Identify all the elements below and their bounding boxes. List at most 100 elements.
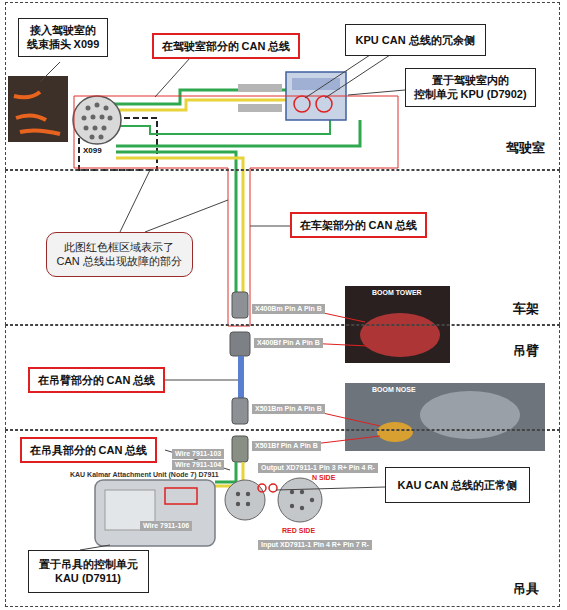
pin [86,106,91,111]
connector-x501bm [232,398,248,424]
leader-line [276,487,385,490]
callout-text: 在吊具部分的 CAN 总线 [30,444,148,456]
wire-tag: Wire 7911-103 [172,449,224,459]
pin-tag: X501Bf Pin A Pin B [252,441,321,451]
harness-wire [14,92,60,134]
plug-pins [236,490,314,510]
connector-x501bf [232,436,248,462]
leader-lines [40,55,405,550]
section-callout: 在驾驶室部分的 CAN 总线 [152,33,301,60]
region-band: 吊具 在吊具部分的 CAN 总线 KAU CAN 总线的正常侧置于吊具的控制单元 K… [5,430,560,607]
connector-pins [82,103,113,140]
harness-photo [8,76,68,142]
section-callout: 在吊臂部分的 CAN 总线 [28,367,166,394]
pin [100,115,105,120]
pin-tag: X400Bf Pin A Pin B [254,338,323,348]
callout-text: KPU CAN 总线的冗余侧 [356,34,475,46]
leader-line [165,380,238,381]
round-connector [73,96,121,144]
callout-text: 置于驾驶室内的 控制单元 KPU (D7902) [414,74,527,101]
pin [91,115,96,120]
side-label: RED SIDE [282,527,315,535]
pin [290,504,294,508]
leader-line [165,450,230,470]
photo-caption: BOOM TOWER [372,289,422,297]
photo-caption: BOOM NOSE [372,386,416,394]
pin [93,126,98,131]
section-callout: 在车架部分的 CAN 总线 [290,212,428,239]
region-label: 驾驶室 [506,139,545,157]
callout-box: KPU CAN 总线的冗余侧 [345,24,486,57]
pin-tag [238,104,282,112]
region-band: 驾驶室 接入驾驶室的 线束插头 X099 在驾驶室部分的 CAN 总线 KPU CAN… [5,2,560,170]
pin-tag [238,84,282,92]
leader-line [305,409,380,445]
pin [99,135,104,140]
can-wire [112,120,330,134]
connector-x400bf [230,332,250,356]
section-callout: 在吊具部分的 CAN 总线 [20,437,158,464]
leader-line [325,55,390,98]
callout-text: KAU CAN 总线的正常侧 [398,479,518,491]
leader-line [348,90,405,95]
wire-tag: Wire 7911-104 [172,460,224,470]
connector-name: X099 [83,146,102,156]
redundant-side-mark [316,96,332,112]
region-label: 吊具 [513,580,539,598]
boom-nose-photo [345,383,545,451]
kau-unit [95,480,215,546]
region-band: 车架 此图红色框区域表示了 CAN 总线出现故障的部分 在车架部分的 CAN 总线 [5,170,560,325]
kau-highlight [165,488,197,504]
unit-caption: KAU Kalmar Attachment Unit (Node 7) D791… [70,471,219,479]
callout-box: KAU CAN 总线的正常侧 [385,467,531,504]
note-box: 此图红色框区域表示了 CAN 总线出现故障的部分 [46,232,193,278]
can-wire [112,90,286,104]
leader-line [250,226,290,227]
leader-line [40,62,60,82]
pin [90,135,95,140]
callout-box: 接入驾驶室的 线束插头 X099 [18,18,109,58]
pin [84,126,89,131]
callout-box: 置于驾驶室内的 控制单元 KPU (D7902) [405,68,536,108]
pin [104,106,109,111]
callout-text: 置于吊具的控制单元 KAU (D7911) [39,558,138,585]
pin [108,116,113,121]
normal-side-mark [269,484,277,492]
pin [246,502,250,506]
pin [236,502,240,506]
plug [225,480,265,520]
callout-text: 在车架部分的 CAN 总线 [300,219,418,231]
pin [82,116,87,121]
pin [300,490,304,494]
wire-tag: Wire 7911-106 [140,521,192,531]
normal-side-mark [258,484,266,492]
callout-text: 在驾驶室部分的 CAN 总线 [162,40,291,52]
pin-tag: X400Bm Pin A Pin B [252,304,325,314]
callout-text: 此图红色框区域表示了 CAN 总线出现故障的部分 [57,241,182,268]
pin [95,103,100,108]
callout-text: 在吊臂部分的 CAN 总线 [38,374,156,386]
pin [290,490,294,494]
leader-line [155,58,190,97]
connector-x400bm [232,292,248,318]
leader-line [305,55,370,98]
boom-tower-light [360,313,440,357]
pin-tag: X501Bm Pin A Pin B [252,404,325,414]
pin [310,498,314,502]
pin [102,126,107,131]
region-label: 吊臂 [513,342,539,360]
callout-text: 接入驾驶室的 线束插头 X099 [27,24,100,51]
redundant-side-mark [294,96,310,112]
boom-cable [238,356,244,400]
callout-box: 置于吊具的控制单元 KAU (D7911) [28,550,149,594]
pin-tag: Input XD7911-1 Pin 4 R+ Pin 7 R- [258,540,372,550]
boom-nose-detail [420,391,520,439]
side-label: N SIDE [312,474,335,482]
region-label: 车架 [513,300,539,318]
leader-line [145,200,228,232]
leader-line [120,170,150,232]
boom-nose-connector [377,422,413,442]
pin [246,492,250,496]
